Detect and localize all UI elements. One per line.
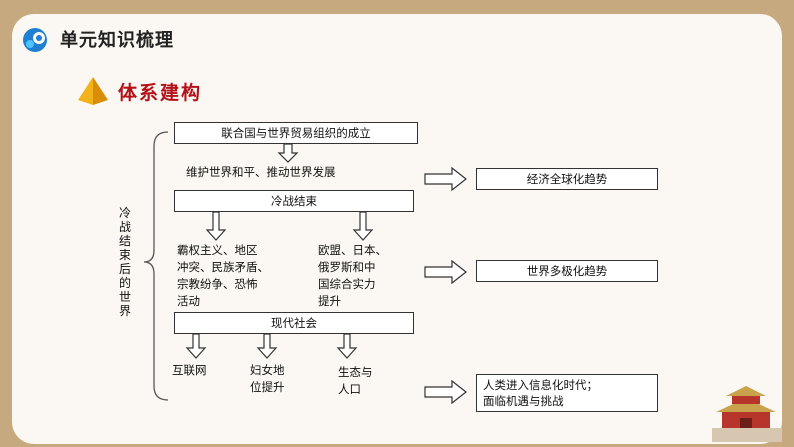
box-un-wto: 联合国与世界贸易组织的成立 [174, 122, 418, 144]
box-information-age: 人类进入信息化时代； 面临机遇与挑战 [476, 374, 658, 412]
text-ecology: 生态与 人口 [338, 365, 373, 396]
box-multipolar: 世界多极化趋势 [476, 260, 658, 282]
logo-icon [23, 28, 47, 52]
text-internet: 互联网 [172, 363, 207, 377]
arrow-down [277, 143, 299, 163]
palace-illustration [712, 386, 782, 442]
page-title: 单元知识梳理 [60, 30, 174, 51]
side-label: 冷战结束后的世界 [118, 206, 131, 318]
arrow-down [352, 211, 374, 241]
text-maintain-peace: 维护世界和平、推动世界发展 [186, 165, 336, 179]
arrow-right [424, 259, 467, 285]
box-cold-war-end: 冷战结束 [174, 190, 414, 212]
box-modern-society: 现代社会 [174, 312, 414, 334]
text-women: 妇女地 位提升 [250, 363, 285, 394]
box-globalization: 经济全球化趋势 [476, 168, 658, 190]
slide-card [12, 14, 782, 444]
arrow-right [424, 379, 467, 405]
arrow-right [424, 166, 467, 192]
text-powers: 欧盟、日本、 俄罗斯和中 国综合实力 提升 [318, 243, 387, 308]
section-title: 体系建构 [118, 82, 203, 104]
arrow-down [205, 211, 227, 241]
arrow-down [336, 333, 358, 359]
arrow-down [256, 333, 278, 359]
text-hegemony: 霸权主义、地区 冲突、民族矛盾、 宗教纷争、恐怖 活动 [177, 243, 269, 308]
arrow-down [185, 333, 207, 359]
pyramid-icon [78, 77, 108, 105]
